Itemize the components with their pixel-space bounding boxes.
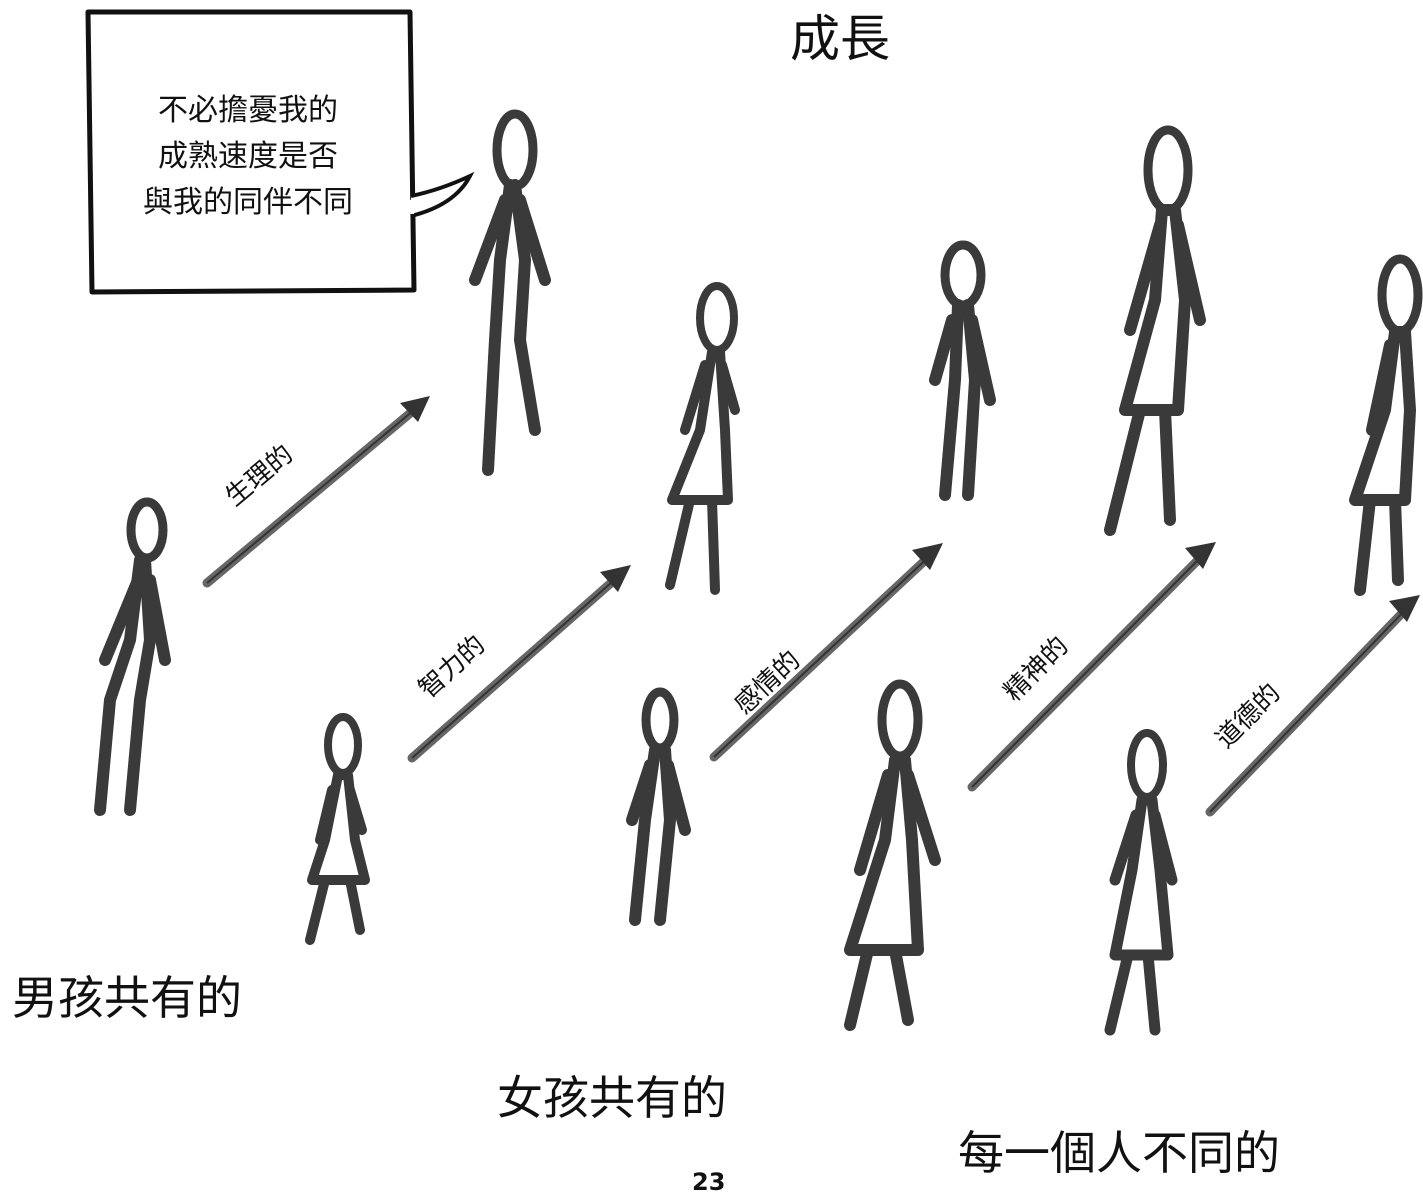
speech-bubble-text: 不必擔憂我的 成熟速度是否 與我的同伴不同 (118, 88, 378, 226)
arrow-moral (1205, 595, 1420, 817)
figure-girl-small (305, 713, 370, 945)
figure-boy-small (94, 497, 171, 816)
page-number: 23 (692, 1168, 726, 1196)
figure-boy-tall (469, 109, 551, 476)
bubble-line: 成熟速度是否 (158, 139, 338, 174)
caption-each-person: 每一個人不同的 (958, 1126, 1280, 1180)
arrow-intellectual (407, 565, 631, 763)
arrow-spiritual (967, 542, 1216, 792)
arrow-emotional (709, 543, 943, 762)
figure-girl-tall-2 (844, 679, 941, 1031)
page-title: 成長 (790, 10, 890, 68)
speech-bubble (85, 9, 475, 295)
figure-boy-small-2 (626, 687, 691, 926)
bubble-line: 與我的同伴不同 (143, 185, 353, 220)
caption-boys: 男孩共有的 (12, 971, 242, 1025)
caption-girls: 女孩共有的 (497, 1071, 727, 1125)
figure-girl-medium-2 (1104, 729, 1178, 1036)
figure-boy-medium (929, 240, 996, 501)
figure-girl-tall (1104, 125, 1206, 536)
arrow-physical (202, 396, 430, 588)
figure-girl-right-edge (1349, 254, 1423, 596)
bubble-line: 不必擔憂我的 (158, 93, 338, 128)
figure-girl-medium (665, 282, 740, 595)
